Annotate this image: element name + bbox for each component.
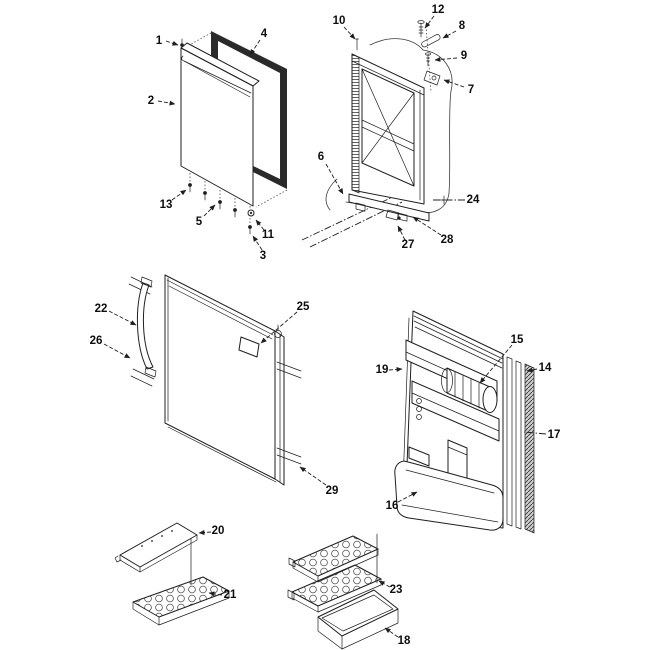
callout-26-label: 26 xyxy=(90,335,103,347)
callout-10: 10 xyxy=(333,15,356,40)
callout-5-label: 5 xyxy=(196,216,203,228)
callout-18-label: 18 xyxy=(398,635,411,647)
callout-6-label: 6 xyxy=(318,151,324,163)
callout-20-label: 20 xyxy=(212,525,225,537)
tank-cylinder xyxy=(441,367,498,413)
callout-27-label: 27 xyxy=(402,239,415,251)
callout-29: 29 xyxy=(299,466,339,497)
callout-26: 26 xyxy=(90,335,131,359)
callout-16-label: 16 xyxy=(386,500,399,512)
callout-10-label: 10 xyxy=(333,15,346,27)
callout-18: 18 xyxy=(384,627,411,647)
callout-14-label: 14 xyxy=(539,362,552,374)
callout-1-label: 1 xyxy=(156,35,163,47)
callout-3: 3 xyxy=(252,235,266,262)
callout-22: 22 xyxy=(95,303,137,326)
callout-27: 27 xyxy=(397,225,415,251)
callout-4-label: 4 xyxy=(261,28,268,40)
callout-5: 5 xyxy=(196,204,216,228)
door-shell-phantom-outline xyxy=(369,38,424,51)
liner-frame-outer xyxy=(351,53,425,205)
callout-7-label: 7 xyxy=(468,84,474,96)
callout-21-label: 21 xyxy=(224,589,237,601)
latch-bracket xyxy=(408,446,430,467)
name-plate xyxy=(238,336,260,358)
bottom-rail xyxy=(348,193,430,222)
callout-13-label: 13 xyxy=(160,199,173,211)
callout-7: 7 xyxy=(443,79,474,96)
gasket-strip xyxy=(506,356,513,527)
callout-12: 12 xyxy=(424,4,445,29)
callout-21: 21 xyxy=(208,589,237,601)
callout-2-label: 2 xyxy=(148,95,154,107)
storage-bin xyxy=(317,589,399,650)
refrigerator-door-front xyxy=(128,274,302,486)
grommet xyxy=(247,209,255,217)
corner-cap xyxy=(274,330,282,338)
callout-13: 13 xyxy=(160,189,187,211)
callout-19: 19 xyxy=(376,364,403,376)
callout-17: 17 xyxy=(523,429,561,441)
bottom-door-bin xyxy=(394,460,504,531)
callout-15-label: 15 xyxy=(511,334,524,346)
middle-door-bin xyxy=(411,380,500,442)
callout-22-label: 22 xyxy=(95,303,108,315)
callout-20: 20 xyxy=(198,525,225,537)
door-panel xyxy=(164,274,276,480)
ice-tray-and-lid xyxy=(114,522,230,626)
top-hinge-pin xyxy=(355,38,359,51)
stacked-ice-trays-and-bin xyxy=(287,533,399,650)
callout-25-label: 25 xyxy=(297,301,310,313)
callout-28: 28 xyxy=(412,216,454,246)
callout-28-label: 28 xyxy=(441,234,454,246)
callout-12-label: 12 xyxy=(432,4,445,16)
door-gasket-outer xyxy=(524,363,535,534)
callout-6: 6 xyxy=(318,151,344,195)
callout-15: 15 xyxy=(479,334,524,384)
callout-23-label: 23 xyxy=(390,584,403,596)
callout-8-label: 8 xyxy=(459,20,466,32)
freezer-door-panel xyxy=(180,47,254,207)
freezer-door-exploded xyxy=(167,31,288,280)
liner-frame-edge-hatch xyxy=(351,53,360,194)
callout-14: 14 xyxy=(526,362,552,374)
callout-29-label: 29 xyxy=(326,485,339,497)
hinge-assembly xyxy=(423,70,441,86)
callout-17-label: 17 xyxy=(548,429,561,441)
callout-23: 23 xyxy=(378,580,403,596)
door-screws xyxy=(180,38,255,235)
callout-2: 2 xyxy=(148,95,176,107)
callout-24-label: 24 xyxy=(467,194,480,206)
callout-25: 25 xyxy=(260,301,310,344)
door-handle xyxy=(136,282,154,370)
ice-cube-tray xyxy=(132,576,230,626)
gasket-strip xyxy=(515,360,522,530)
end-cap xyxy=(421,34,441,48)
callout-4: 4 xyxy=(249,28,268,56)
door-side-face xyxy=(274,330,285,486)
callout-11: 11 xyxy=(255,219,275,241)
callout-9-label: 9 xyxy=(461,50,467,62)
callout-3-label: 3 xyxy=(260,250,266,262)
callout-1: 1 xyxy=(156,35,179,47)
callout-8: 8 xyxy=(442,20,466,39)
callout-19-label: 19 xyxy=(376,364,389,376)
cross-brace xyxy=(361,68,415,187)
callout-24: 24 xyxy=(432,194,480,206)
refrigerator-door-interior xyxy=(394,310,535,534)
callouts: 1 2 4 13 5 11 3 10 12 8 9 7 6 24 28 27 2… xyxy=(90,4,561,647)
screw-12 xyxy=(417,20,425,38)
callout-16: 16 xyxy=(386,491,418,512)
callout-9: 9 xyxy=(434,50,467,62)
hinge-bracket xyxy=(385,209,400,221)
callout-11-label: 11 xyxy=(262,229,275,241)
ice-tray-lid xyxy=(114,522,198,573)
screw-9 xyxy=(425,52,431,67)
freezer-door-liner-frame xyxy=(301,20,453,248)
